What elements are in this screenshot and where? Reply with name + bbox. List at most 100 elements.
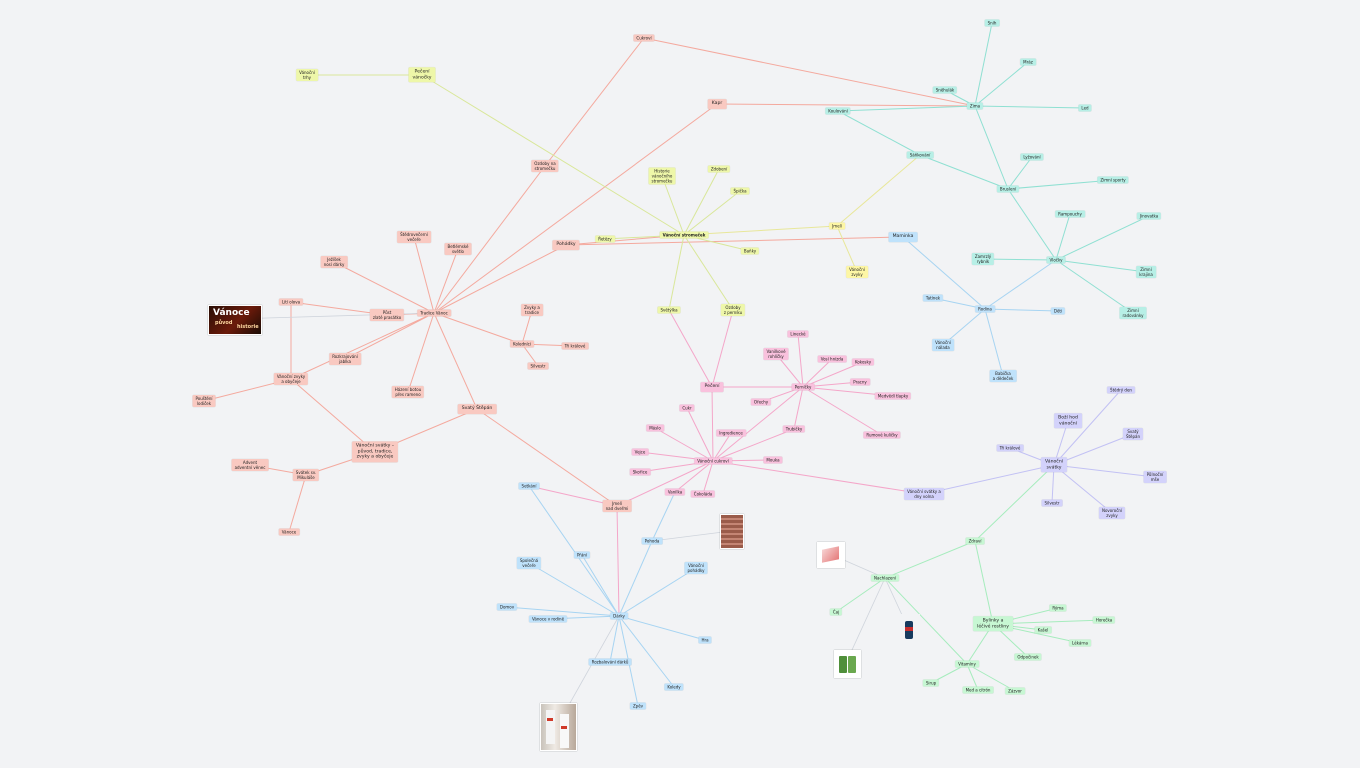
topic-node-teal-8[interactable]: Lyžování xyxy=(1020,153,1044,161)
topic-node-blue-9[interactable]: Vánoce v rodině xyxy=(528,615,568,623)
topic-node-lav-8[interactable]: Vánoční svátky a dny volna xyxy=(904,488,944,500)
topic-node-pink-4[interactable]: Vanilkové rohlíčky xyxy=(763,348,789,360)
topic-node-pink-17[interactable]: Skořice xyxy=(629,468,651,476)
topic-node-grn-9[interactable]: Vitamíny xyxy=(955,660,979,668)
topic-node-red-23[interactable]: Jmelí nad dveřmi xyxy=(602,500,632,512)
topic-node-grn-10[interactable]: Sirup xyxy=(922,679,940,687)
topic-node-teal-9[interactable]: Zimní sporty xyxy=(1097,176,1129,184)
topic-node-grn-8[interactable]: Odpočinek xyxy=(1014,653,1042,661)
topic-node-red-2[interactable]: Lití olova xyxy=(278,298,304,306)
topic-node-pink-1[interactable]: Pečení xyxy=(700,382,724,392)
topic-node-red-15[interactable]: Koledníci xyxy=(510,340,534,348)
topic-node-yel-7[interactable]: Ozdoby z perníku xyxy=(720,304,746,316)
topic-node-pink-3[interactable]: Linecké xyxy=(787,330,809,338)
topic-node-red-root[interactable]: Tradice Vánoc xyxy=(417,309,451,317)
topic-node-red-25[interactable]: Vánoční trhy xyxy=(296,69,318,81)
topic-node-pink-2[interactable]: Perníčky xyxy=(791,383,815,391)
topic-node-ylw-1[interactable]: Jmelí xyxy=(829,222,845,230)
topic-node-pink-root[interactable]: Vánoční cukroví xyxy=(694,457,732,465)
topic-node-pink-11[interactable]: Ořechy xyxy=(750,398,772,406)
topic-node-pink-5[interactable]: Vosí hnízda xyxy=(817,355,847,363)
topic-node-lav-2[interactable]: Boží hod vánoční xyxy=(1054,413,1082,429)
topic-node-red-11[interactable]: Svátek sv. Mikuláše xyxy=(292,469,320,481)
topic-node-blue-11[interactable]: Vánoční pohádky xyxy=(684,562,708,574)
topic-node-grn-7[interactable]: Lékárna xyxy=(1069,639,1091,647)
topic-node-red-12[interactable]: Vánoce xyxy=(278,528,300,536)
topic-node-pink-16[interactable]: Vejce xyxy=(631,448,649,456)
topic-node-lav-1[interactable]: Štědrý den xyxy=(1107,386,1135,394)
topic-node-red-19[interactable]: Pohádky xyxy=(552,240,580,250)
topic-node-teal-4[interactable]: Sněhulák xyxy=(932,86,958,94)
snowman-decoration-image[interactable] xyxy=(540,703,577,751)
topic-node-red-17[interactable]: Silvestr xyxy=(527,362,549,370)
vanoce-history-image[interactable]: Vánoce původ historie xyxy=(208,305,262,335)
topic-node-blue-root[interactable]: Rodina xyxy=(975,305,995,313)
topic-node-teal-11[interactable]: Rampouchy xyxy=(1055,210,1085,218)
topic-node-grn-root[interactable]: Zdraví xyxy=(965,537,985,545)
topic-node-blue-15[interactable]: Koledy xyxy=(664,683,684,691)
topic-node-lav-4[interactable]: Půlnoční mše xyxy=(1143,471,1167,483)
topic-node-lav-6[interactable]: Silvestr xyxy=(1041,499,1063,507)
topic-node-teal-7[interactable]: Bruslení xyxy=(996,185,1020,193)
topic-node-blue-4[interactable]: Babička a dědeček xyxy=(989,370,1017,382)
topic-node-red-18[interactable]: Zvyky a tradice xyxy=(521,304,543,316)
topic-node-pink-12[interactable]: Ingredience xyxy=(716,429,746,437)
topic-node-blue-17[interactable]: Hra xyxy=(698,636,712,644)
topic-node-red-5[interactable]: Házení botou přes rameno xyxy=(391,386,425,398)
topic-node-grn-4[interactable]: Rýma xyxy=(1049,604,1067,612)
topic-node-yel-2[interactable]: Zdobení xyxy=(707,165,731,173)
topic-node-pink-18[interactable]: Vanilka xyxy=(664,488,686,496)
topic-node-red-8[interactable]: Štědrovečerní večeře xyxy=(397,231,431,243)
topic-node-pink-15[interactable]: Máslo xyxy=(646,424,664,432)
topic-node-blue-12[interactable]: Společná večeře xyxy=(516,557,542,569)
topic-node-blue-10[interactable]: Domov xyxy=(496,603,518,611)
topic-node-blue-1[interactable]: Maminka xyxy=(888,232,918,242)
topic-node-red-4[interactable]: Rozkrajování jablka xyxy=(329,353,361,365)
topic-node-red-6[interactable]: Půst zlaté prasátko xyxy=(369,309,405,321)
topic-node-red-22[interactable]: Kapr xyxy=(707,99,727,109)
topic-node-blue-8[interactable]: Pohoda xyxy=(641,537,663,545)
topic-node-red-1[interactable]: Vánoční zvyky a obyčeje xyxy=(273,373,309,385)
topic-node-red-16[interactable]: Tři králové xyxy=(561,342,589,350)
topic-node-pink-7[interactable]: Pracny xyxy=(850,378,870,386)
topic-node-lav-3[interactable]: Svatý Štěpán xyxy=(1122,428,1144,440)
topic-node-grn-12[interactable]: Zázvor xyxy=(1005,687,1025,695)
topic-node-red-14[interactable]: Betlémské světlo xyxy=(444,243,472,255)
topic-node-pink-8[interactable]: Medvědí tlapky xyxy=(874,392,912,400)
topic-node-pink-19[interactable]: Čokoláda xyxy=(690,490,716,498)
topic-node-teal-13[interactable]: Zimní krajina xyxy=(1136,266,1156,278)
topic-node-yel-4[interactable]: Baňky xyxy=(740,247,760,255)
topic-node-yel-center[interactable]: Vánoční stromeček xyxy=(659,231,709,239)
topic-node-blue-16[interactable]: Zpěv xyxy=(629,702,647,710)
topic-node-pink-6[interactable]: Kokosky xyxy=(851,358,875,366)
topic-node-grn-6[interactable]: Horečka xyxy=(1092,616,1116,624)
topic-node-lav-root[interactable]: Vánoční svátky xyxy=(1040,457,1068,473)
topic-node-red-13[interactable]: Svatý Štěpán xyxy=(457,404,497,414)
topic-node-pink-14[interactable]: Cukr xyxy=(679,404,695,412)
topic-node-teal-1[interactable]: Sníh xyxy=(984,19,1000,27)
topic-node-blue-2[interactable]: Tatínek xyxy=(922,294,944,302)
topic-node-yel-1[interactable]: Historie vánočního stromečku xyxy=(648,167,676,185)
topic-node-grn-1[interactable]: Nachlazení xyxy=(871,574,899,582)
topic-node-pink-13[interactable]: Mouka xyxy=(763,456,783,464)
topic-node-ylw-2[interactable]: Vánoční zvyky xyxy=(846,266,868,278)
topic-node-red-20[interactable]: Ozdoby na stromečku xyxy=(531,160,559,172)
topic-node-blue-3[interactable]: Děti xyxy=(1050,307,1066,315)
topic-node-teal-10[interactable]: Vločky xyxy=(1046,256,1066,264)
topic-node-grn-11[interactable]: Med a citrón xyxy=(962,686,994,694)
topic-node-red-24[interactable]: Pečení vánočky xyxy=(408,67,436,83)
topic-node-blue-5[interactable]: Vánoční nálada xyxy=(932,339,954,351)
topic-node-grn-5[interactable]: Kašel xyxy=(1034,626,1052,634)
topic-node-teal-5[interactable]: Koulování xyxy=(825,107,851,115)
topic-node-teal-6[interactable]: Sáňkování xyxy=(906,151,934,159)
medicine-pack-image[interactable] xyxy=(817,542,845,568)
topic-node-teal-12[interactable]: Jinovatka xyxy=(1136,212,1162,220)
topic-node-red-10[interactable]: Advent adventní věnec xyxy=(231,459,269,471)
topic-node-teal-3[interactable]: Led xyxy=(1078,104,1092,112)
topic-node-grn-3[interactable]: Bylinky a léčivé rostliny xyxy=(973,616,1013,632)
syrup-bottle-image[interactable] xyxy=(898,614,920,644)
topic-node-pink-10[interactable]: Trubičky xyxy=(782,425,806,433)
topic-node-red-3[interactable]: Pouštění lodiček xyxy=(192,395,216,407)
topic-node-teal-15[interactable]: Zamrzlý rybník xyxy=(971,253,995,265)
